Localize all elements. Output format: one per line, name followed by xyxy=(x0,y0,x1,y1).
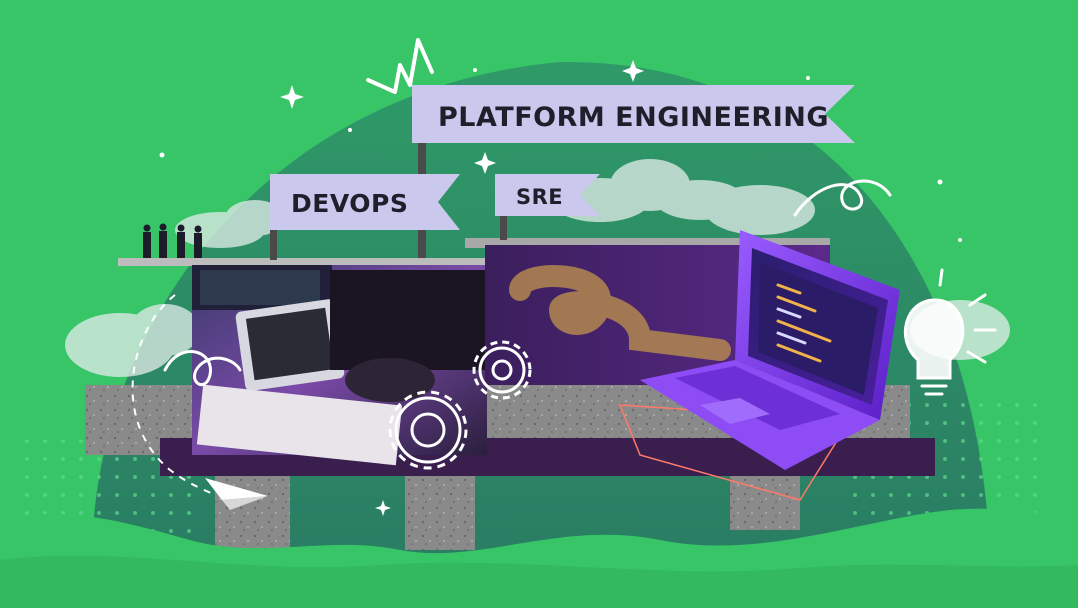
upper-shelf-right xyxy=(465,238,830,248)
pipeline-curve xyxy=(509,265,731,361)
desk-photo xyxy=(192,265,487,466)
concrete-pillar-1 xyxy=(215,470,290,550)
platform-engineering-label: PLATFORM ENGINEERING xyxy=(438,102,829,133)
gear-icon xyxy=(388,390,468,470)
devops-label: DEVOPS xyxy=(291,189,408,218)
platform-engineering-sign: PLATFORM ENGINEERING xyxy=(412,85,855,143)
gear-icon-small xyxy=(472,340,532,400)
crown-icon xyxy=(366,38,434,94)
sparkle-icon xyxy=(159,60,962,516)
foreground-wave-shadow xyxy=(0,555,1078,608)
post-devops xyxy=(270,225,277,260)
people-silhouette-icon xyxy=(143,223,202,258)
dashed-path xyxy=(131,294,216,496)
paper-plane-icon xyxy=(205,478,268,510)
concrete-pillar-2 xyxy=(405,475,475,550)
devops-sign: DEVOPS xyxy=(270,174,460,230)
swirl-left xyxy=(163,350,242,387)
laptop-icon xyxy=(618,230,900,501)
sre-sign: SRE xyxy=(495,174,600,216)
upper-shelf-left xyxy=(118,258,518,266)
post-sre xyxy=(500,212,507,240)
swirl-right xyxy=(793,179,892,217)
lightbulb-icon xyxy=(903,268,997,396)
sre-label: SRE xyxy=(516,185,563,209)
